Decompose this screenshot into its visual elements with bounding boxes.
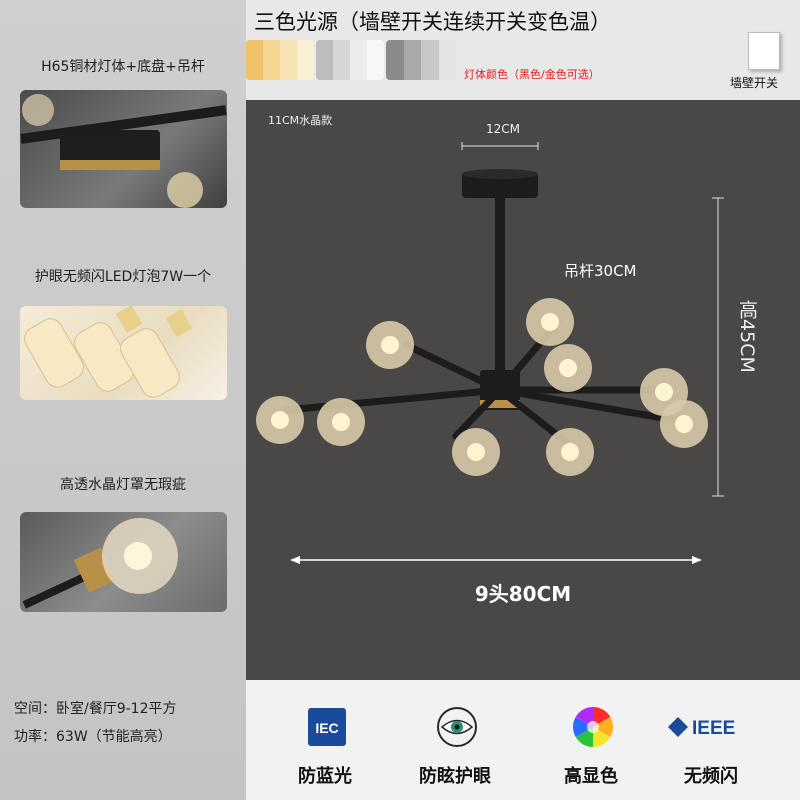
caption-body-material: H65铜材灯体+底盘+吊杆 bbox=[41, 59, 205, 75]
body-color-note: 灯体颜色（黑色/金色可选） bbox=[464, 68, 600, 81]
feature-label: 高显色 bbox=[564, 766, 618, 787]
neutral-light-swatch bbox=[316, 40, 384, 80]
feature-label: 防蓝光 bbox=[298, 766, 352, 787]
feature-label: 防眩护眼 bbox=[419, 766, 491, 787]
wall-switch-icon bbox=[748, 32, 780, 70]
feature-anti-glare: 防眩护眼 bbox=[390, 680, 520, 800]
feature-no-flicker: IEEE 无频闪 bbox=[646, 680, 776, 800]
iec-icon-text: IEC bbox=[315, 720, 338, 736]
cool-light-swatch bbox=[386, 40, 456, 80]
height-label: 高45CM bbox=[736, 300, 758, 373]
power-spec: 功率：63W（节能高亮） bbox=[14, 729, 172, 745]
ieee-icon: IEEE bbox=[666, 706, 756, 748]
warm-light-swatch bbox=[246, 40, 314, 80]
canopy-width-label: 12CM bbox=[486, 122, 521, 136]
fixture-closeup-photo bbox=[20, 90, 227, 208]
width-label: 9头80CM bbox=[474, 582, 572, 606]
feature-label: 无频闪 bbox=[684, 766, 738, 787]
crystal-size-note: 11CM水晶款 bbox=[268, 114, 333, 127]
feature-anti-blue-light: IEC 防蓝光 bbox=[260, 680, 390, 800]
space-spec: 空间：卧室/餐厅9-12平方 bbox=[14, 701, 177, 717]
caption-led-bulb: 护眼无频闪LED灯泡7W一个 bbox=[34, 269, 212, 285]
caption-crystal-shade: 高透水晶灯罩无瑕疵 bbox=[60, 477, 186, 493]
ieee-icon-text: IEEE bbox=[692, 718, 735, 739]
crystal-shade-photo bbox=[20, 512, 227, 612]
wall-switch-label: 墙壁开关 bbox=[730, 76, 779, 90]
feature-bar: IEC 防蓝光 防眩护眼 bbox=[246, 680, 800, 800]
rod-length-label: 吊杆30CM bbox=[564, 262, 637, 280]
product-dimension-panel: 11CM水晶款 12CM 吊杆30CM 高45CM 9头80CM bbox=[246, 100, 800, 680]
header-title: 三色光源（墙壁开关连续开关变色温） bbox=[254, 10, 611, 34]
color-temperature-header: 三色光源（墙壁开关连续开关变色温） 灯体颜色（黑色/金色可选） 墙壁开关 bbox=[246, 0, 800, 100]
color-wheel-icon bbox=[572, 706, 614, 748]
chandelier-illustration bbox=[256, 142, 724, 564]
feature-high-color-rendering: 高显色 bbox=[526, 680, 656, 800]
iec-icon: IEC bbox=[306, 706, 348, 748]
eye-icon bbox=[436, 706, 478, 748]
led-bulb-photo bbox=[20, 306, 227, 400]
left-info-column: H65铜材灯体+底盘+吊杆 护眼无频闪LED灯泡7W一个 高透水晶灯罩无瑕疵 bbox=[0, 0, 246, 800]
